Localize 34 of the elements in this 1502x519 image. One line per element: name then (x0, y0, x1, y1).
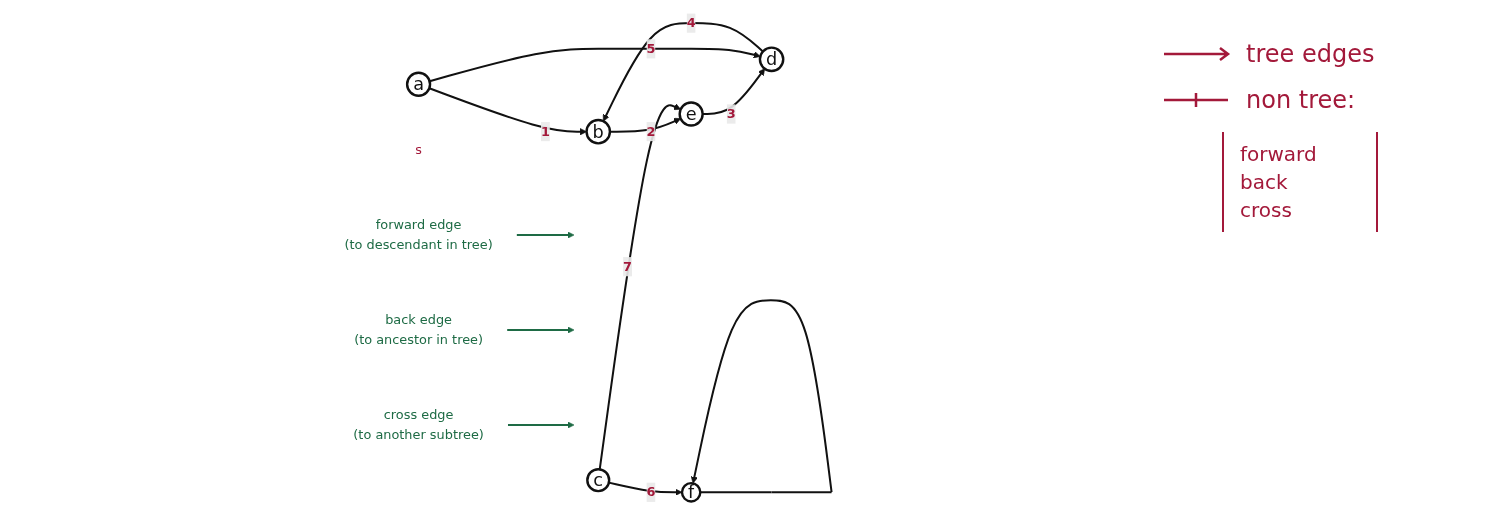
arrow (602, 22, 764, 122)
node-text: back edge (to ancestor in tree) (354, 312, 484, 347)
edge-label: 1 (540, 123, 550, 139)
edge-label: 4 (686, 15, 696, 31)
node-circle (405, 71, 432, 97)
node-circle (585, 118, 612, 145)
arrow (516, 231, 575, 239)
arrow (507, 326, 575, 334)
node-label: s (415, 141, 422, 157)
edge-type-label: cross (1240, 198, 1293, 222)
arrow (429, 47, 761, 83)
legend-text: tree edges (1246, 40, 1375, 68)
node-circle (758, 46, 785, 73)
arrow (690, 299, 833, 494)
node-circle (680, 481, 702, 503)
node-circle (678, 101, 704, 127)
edge-label: 2 (646, 123, 656, 139)
edge-type-label: back (1240, 170, 1289, 194)
arrow (702, 68, 765, 115)
edge-type-label: forward (1240, 142, 1318, 166)
edge-label: 6 (646, 484, 656, 500)
node-text: cross edge (to another subtree) (353, 407, 484, 442)
edge-label: 3 (726, 105, 736, 122)
edge-label: 5 (646, 40, 656, 57)
edge-label: 7 (623, 258, 633, 275)
arrow (428, 87, 587, 136)
arrow (598, 103, 681, 470)
legend-text: non tree: (1246, 86, 1356, 114)
graph-drawing: 1 2 3 4 5 6 7 a s b c d e f forward edge (to descendant in tree) back edge (to ancestor in tree) cross edge (to another subtree) (0, 7, 1152, 512)
node-circle (586, 468, 611, 493)
node-text: forward edge (to descendant in tree) (344, 217, 493, 252)
arrow (609, 117, 681, 133)
arrow (508, 421, 575, 429)
arrow (608, 481, 683, 496)
